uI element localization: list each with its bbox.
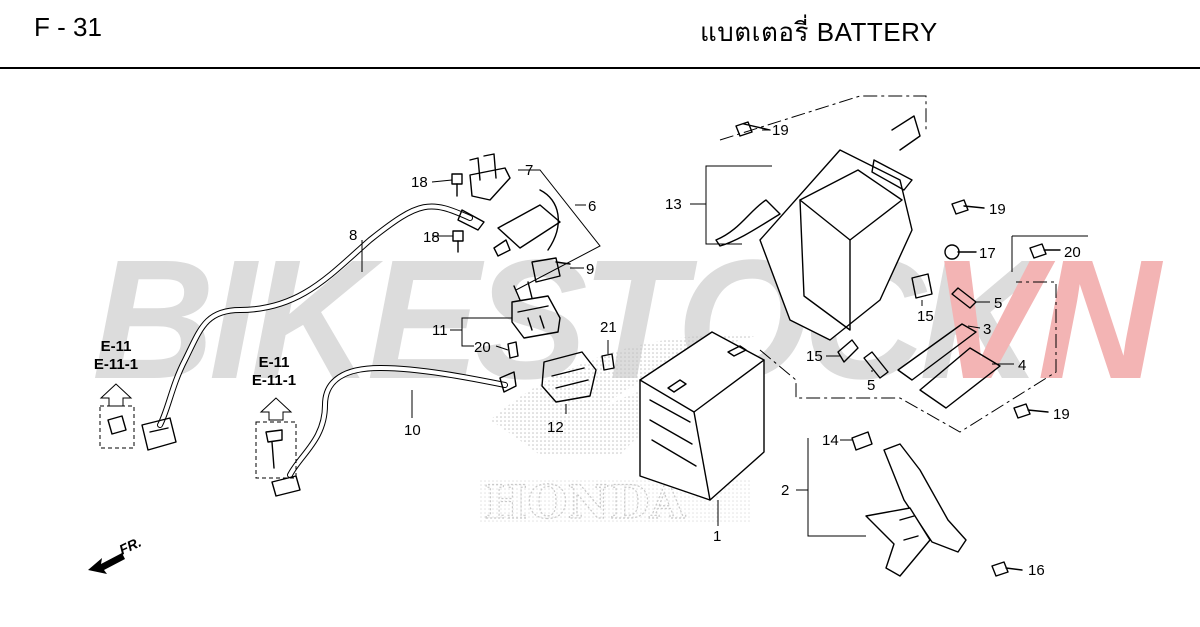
ref-nut-left — [107, 415, 127, 435]
bolt-16 — [991, 561, 1023, 577]
callout-17: 17 — [979, 245, 996, 262]
callout-8: 8 — [349, 227, 357, 244]
header-divider — [0, 67, 1200, 69]
callout-19-bottom: 19 — [1053, 406, 1070, 423]
bolt-18-upper — [451, 173, 463, 197]
cushion-15-lower — [837, 339, 859, 363]
cushion-14 — [851, 431, 873, 451]
ref-left-line1: E-11 — [101, 338, 132, 355]
nut-17 — [944, 244, 977, 260]
rubber-sheet-4 — [919, 347, 1001, 409]
ref-right-line1: E-11 — [259, 354, 290, 371]
callout-15-lower: 15 — [806, 348, 823, 365]
fuse-21 — [601, 353, 615, 371]
watermark-brand-accent: VN — [930, 225, 1163, 415]
honda-wing-logo — [490, 334, 770, 455]
ref-arrow-right — [259, 397, 293, 421]
fuse-cap-9 — [531, 257, 571, 283]
positive-cable-10 — [271, 365, 517, 497]
callout-18-lower: 18 — [423, 229, 440, 246]
callout-4: 4 — [1018, 357, 1026, 374]
callout-7: 7 — [525, 162, 533, 179]
callout-10: 10 — [404, 422, 421, 439]
assembly-frames — [719, 95, 1057, 433]
callout-19-top: 19 — [772, 122, 789, 139]
callout-numbers: 1 2 3 4 5 5 6 7 8 9 10 11 12 13 14 15 15… — [349, 122, 1081, 579]
callout-21: 21 — [600, 319, 617, 336]
callout-19-right: 19 — [989, 201, 1006, 218]
page-title: แบตเตอรี่ BATTERY — [700, 17, 938, 47]
callout-6: 6 — [588, 198, 596, 215]
callout-20-left: 20 — [474, 339, 491, 356]
bolt-20-right — [1029, 243, 1061, 259]
callout-11: 11 — [432, 322, 448, 339]
bracket-6 — [493, 189, 561, 257]
ref-right-line2: E-11-1 — [252, 372, 296, 389]
callout-5-upper: 5 — [994, 295, 1002, 312]
relay-holder-12 — [541, 351, 597, 403]
callout-16: 16 — [1028, 562, 1045, 579]
cushion-15-upper — [911, 273, 933, 299]
ref-arrow-left — [99, 383, 133, 407]
fuse-20-left — [507, 341, 519, 359]
callout-12: 12 — [547, 419, 564, 436]
reference-boxes — [99, 405, 297, 479]
leader-lines — [361, 129, 1088, 537]
callout-14: 14 — [822, 432, 839, 449]
battery-case-13 — [715, 115, 921, 341]
callout-20-right: 20 — [1064, 244, 1081, 261]
page-code: F - 31 — [34, 12, 102, 42]
callout-18-upper: 18 — [411, 174, 428, 191]
front-direction-arrow: FR. — [88, 534, 144, 574]
terminal-cover-7 — [469, 153, 511, 201]
callout-1: 1 — [713, 528, 721, 545]
bolt-19-right — [951, 199, 985, 215]
battery-band-2 — [865, 443, 967, 577]
callout-13: 13 — [665, 196, 682, 213]
bolt-19-top — [735, 121, 771, 137]
bolt-19-bottom — [1013, 403, 1049, 419]
callout-9: 9 — [586, 261, 594, 278]
callout-3: 3 — [983, 321, 991, 338]
rubber-sheet-3 — [897, 323, 977, 381]
callout-15-upper: 15 — [917, 308, 934, 325]
cushion-5-lower — [863, 351, 889, 379]
battery-1 — [639, 331, 765, 501]
front-direction-label: FR. — [117, 534, 144, 558]
starter-relay-11 — [511, 281, 561, 339]
callout-2: 2 — [781, 482, 789, 499]
watermark-honda: HONDA — [484, 475, 686, 529]
negative-cable-8 — [141, 203, 485, 451]
ref-left-line2: E-11-1 — [94, 356, 138, 373]
ref-bolt-right — [265, 429, 283, 469]
callout-5-lower: 5 — [867, 377, 875, 394]
